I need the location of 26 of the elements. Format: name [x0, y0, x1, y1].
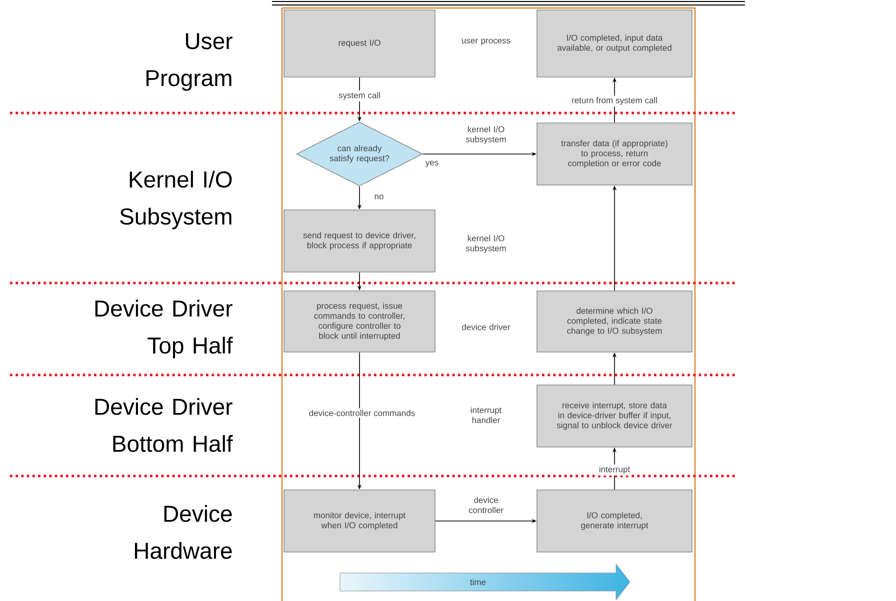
process-box: monitor device, interrupt when I/O completed — [284, 490, 436, 552]
edge-label: no — [374, 194, 384, 200]
layer-label: Device Driver Bottom Half — [95, 398, 233, 452]
edge-label: system call — [337, 90, 382, 102]
layer-label: interrupt handler — [470, 406, 502, 424]
layer-label: User Program — [146, 33, 232, 91]
process-box: request I/O — [284, 10, 436, 78]
process-box: send request to device driver, block process if appropriate — [284, 210, 436, 272]
layer-label: Kernel I/O Subsystem — [120, 170, 232, 230]
layer-label: device driver — [462, 324, 510, 330]
edge-label: yes — [425, 160, 438, 168]
edge-label: return from system call — [570, 96, 659, 106]
process-box: determine which I/O completed, indicate state change to I/O subsystem — [536, 290, 692, 352]
edge-label: device-controller commands — [307, 408, 417, 418]
layer-label: Device Hardware — [134, 505, 232, 559]
layer-label: user process — [462, 38, 510, 46]
process-box: transfer data (if appropriate) to process, return completion or error code — [536, 122, 692, 186]
layer-label: kernel I/O subsystem — [466, 126, 506, 144]
layer-label: device controller — [468, 496, 504, 514]
layer-label: Device Driver Top Half — [95, 300, 233, 358]
process-box: I/O completed, generate interrupt — [536, 490, 692, 552]
process-box: receive interrupt, store data in device-driver buffer if input, signal to unblock device driver — [536, 384, 692, 448]
layer-label: kernel I/O subsystem — [466, 235, 506, 253]
process-box: I/O completed, input data available, or output completed — [536, 10, 692, 78]
process-box: process request, issue commands to controller, configure controller to block until interrupted — [284, 290, 436, 352]
edge-label: interrupt — [597, 464, 632, 476]
